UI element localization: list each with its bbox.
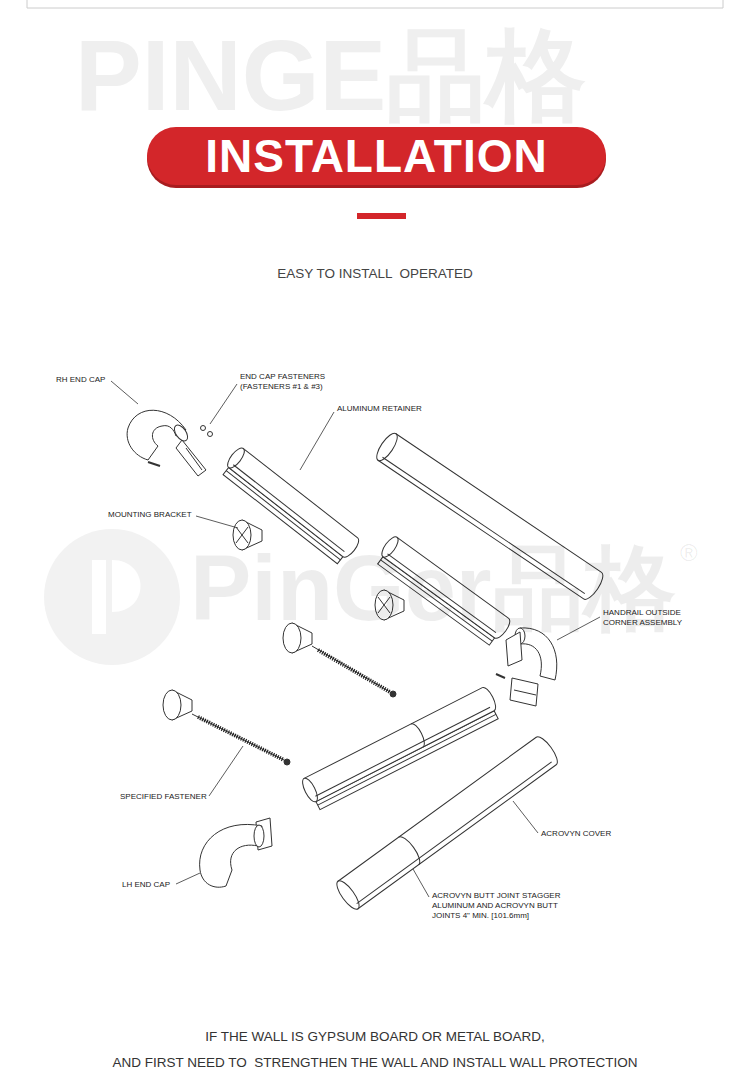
- leader-lines: [111, 381, 600, 897]
- accent-bar: [357, 213, 406, 219]
- part-label: (FASTENERS #1 & #3): [240, 382, 323, 392]
- note-text: IF THE WALL IS GYPSUM BOARD OR METAL BOA…: [0, 1028, 750, 1046]
- frame-line: [27, 0, 723, 8]
- part-label: LH END CAP: [122, 880, 170, 890]
- part-label: CORNER ASSEMBLY: [603, 618, 682, 628]
- fastener-screw: [192, 714, 290, 765]
- part-label: ALUMINUM AND ACROVYN BUTT: [432, 901, 558, 911]
- part-label: RH END CAP: [56, 375, 105, 385]
- outside-corner-assembly: [496, 628, 557, 706]
- note-text: AND FIRST NEED TO STRENGTHEN THE WALL AN…: [0, 1054, 750, 1072]
- parts: [127, 410, 606, 912]
- subtitle: EASY TO INSTALL OPERATED: [0, 265, 750, 283]
- part-label: ACROVYN BUTT JOINT STAGGER: [432, 891, 560, 901]
- mounting-bracket: [163, 690, 192, 720]
- part-label: END CAP FASTENERS: [240, 372, 325, 382]
- watermark: PINGE品格: [75, 25, 586, 125]
- part-label: SPECIFIED FASTENER: [120, 792, 207, 802]
- acrovyn-cover: [333, 734, 561, 913]
- part-label: HANDRAIL OUTSIDE: [603, 608, 681, 618]
- lh-end-cap: [200, 818, 272, 887]
- part-label: MOUNTING BRACKET: [108, 510, 192, 520]
- watermark: ®: [680, 540, 698, 566]
- part-label: JOINTS 4" MIN. [101.6mm]: [432, 911, 529, 921]
- banner-title: INSTALLATION: [205, 129, 547, 183]
- title-banner: INSTALLATION: [147, 127, 606, 185]
- part-label: ALUMINUM RETAINER: [337, 404, 422, 414]
- watermark: PinGer品格: [190, 540, 676, 636]
- part-label: ACROVYN COVER: [541, 829, 611, 839]
- fastener-screw: [312, 646, 396, 697]
- watermark-logo: [44, 529, 180, 665]
- rh-end-cap: [127, 410, 212, 476]
